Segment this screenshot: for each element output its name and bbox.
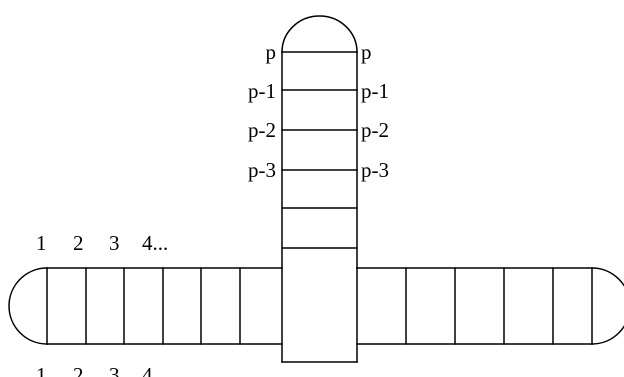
horizontal-label-top: 3 — [109, 231, 120, 255]
vertical-labels-left: p p-1 p-2 p-3 — [248, 40, 276, 182]
horizontal-label-bottom: 4... — [142, 363, 168, 377]
left-arm-cap — [8, 267, 48, 345]
horizontal-label-bottom: 1 — [36, 363, 47, 377]
vertical-label-right: p-1 — [361, 79, 389, 103]
right-arm — [356, 267, 624, 345]
vertical-label-right: p-2 — [361, 118, 389, 142]
vertical-arm-cap — [281, 15, 358, 53]
vertical-label-right: p-3 — [361, 158, 389, 182]
vertical-label-right: p — [361, 40, 372, 64]
vertical-labels-right: p p-1 p-2 p-3 — [361, 40, 389, 182]
horizontal-label-top: 4... — [142, 231, 168, 255]
horizontal-label-bottom: 2 — [73, 363, 84, 377]
vertical-label-left: p — [266, 40, 277, 64]
vertical-label-left: p-2 — [248, 118, 276, 142]
horizontal-labels-top: 1 2 3 4... — [36, 231, 168, 255]
vertical-arm — [281, 15, 358, 269]
horizontal-label-bottom: 3 — [109, 363, 120, 377]
horizontal-label-top: 1 — [36, 231, 47, 255]
junction — [281, 267, 358, 363]
right-arm-cap — [591, 267, 624, 345]
vertical-label-left: p-1 — [248, 79, 276, 103]
horizontal-labels-bottom: 1 2 3 4... — [36, 363, 168, 377]
left-arm — [8, 267, 283, 345]
vertical-label-left: p-3 — [248, 158, 276, 182]
horizontal-label-top: 2 — [73, 231, 84, 255]
